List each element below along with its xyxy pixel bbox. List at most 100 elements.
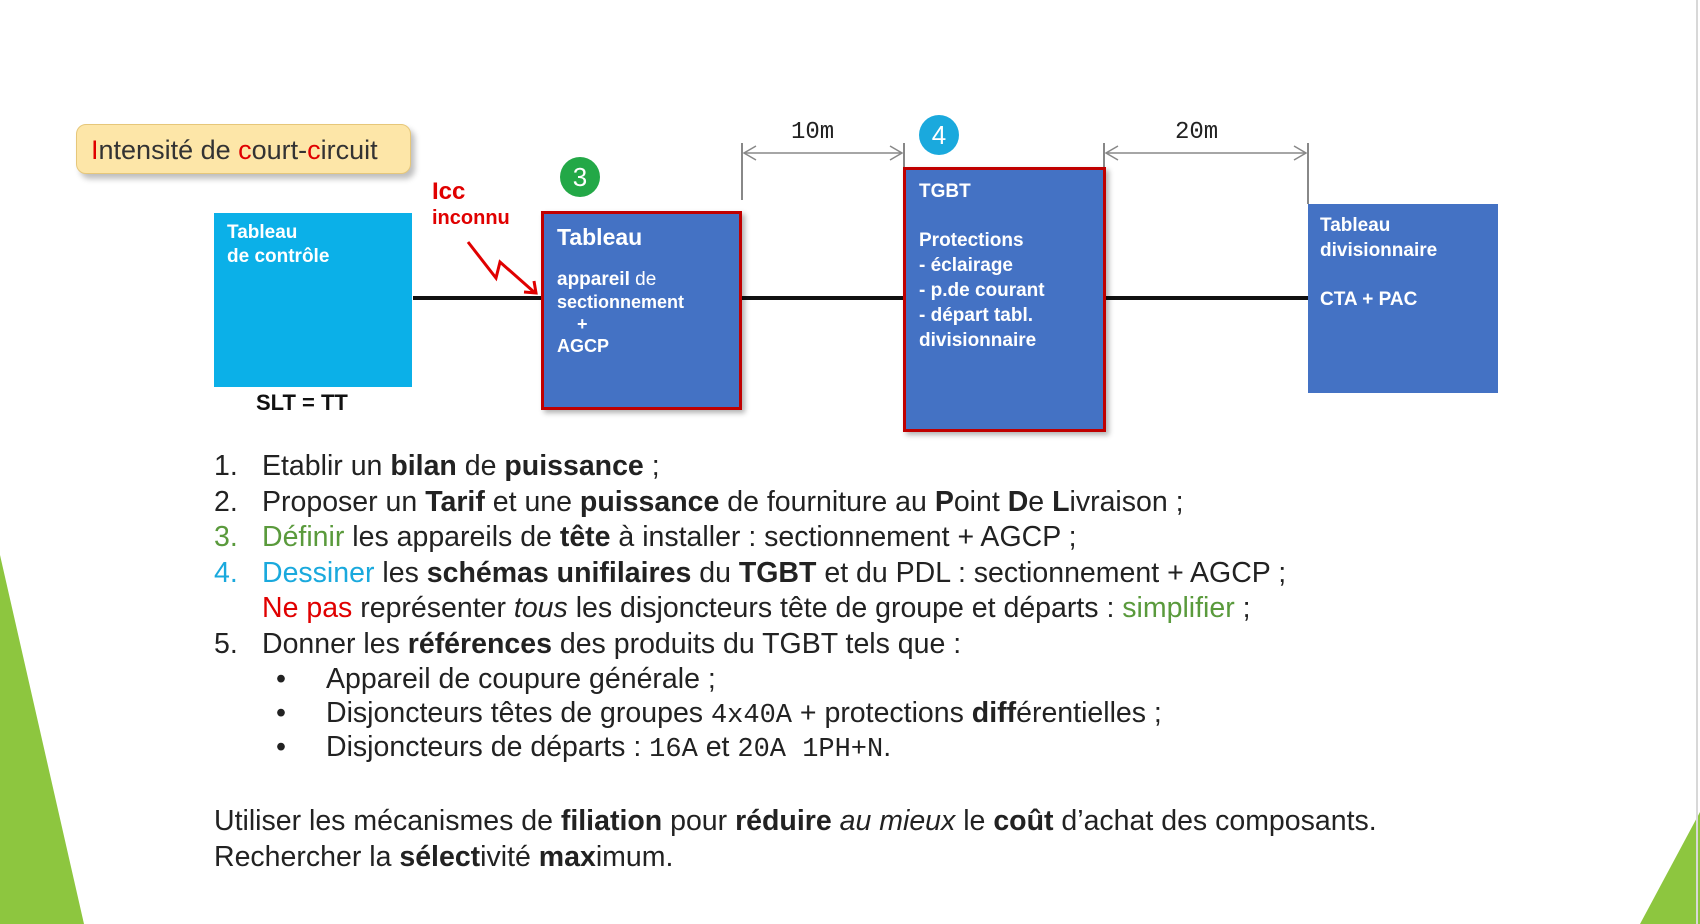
dim-arrow-20m-left: [1104, 145, 1119, 161]
task-list: 1. Etablir un bilan de puissance ; 2. Pr…: [214, 449, 1634, 767]
text-run-bold: max: [538, 840, 596, 873]
text-run: e: [1028, 485, 1053, 518]
text-run: de: [456, 450, 505, 482]
list-number: 4.: [214, 556, 238, 589]
badge-3: 3: [560, 157, 600, 197]
box-tableau-line3: +: [577, 314, 588, 334]
text-run-bold: références: [407, 627, 552, 660]
text-run: des produits du TGBT tels que :: [551, 627, 962, 660]
list-item-5: 5. Donner les références des produits du…: [214, 627, 1634, 663]
box-div-line3: CTA + PAC: [1320, 289, 1418, 310]
list-number: 3.: [214, 521, 238, 553]
box-tgbt-line3: - p.de courant: [919, 280, 1045, 301]
text-run-italic: au mieux: [839, 805, 956, 837]
list-text: Ne pas représenter tous les disjoncteurs…: [262, 591, 1251, 627]
box-tableau-divisionnaire: Tableau divisionnaire CTA + PAC: [1308, 204, 1498, 393]
list-text: Etablir un bilan de puissance ;: [262, 449, 660, 485]
text-run: les: [374, 556, 427, 589]
dim-arrow-10m-left: [742, 145, 757, 161]
text-run-bold: sélect: [399, 840, 481, 873]
text-run-green: simplifier: [1122, 592, 1235, 624]
bullet-item-3: • Disjoncteurs de départs : 16A et 20A 1…: [214, 730, 1634, 767]
text-run: oint: [953, 485, 1008, 518]
text-run-bold: diff: [971, 697, 1017, 729]
text-run: [832, 805, 840, 837]
text-run: Rechercher la: [214, 840, 400, 873]
text-run-bold: coût: [993, 805, 1054, 837]
text-run: représenter: [352, 592, 514, 624]
line-tgbt-divisionnaire: [1106, 296, 1308, 300]
text-run-bold: réduire: [735, 805, 832, 837]
text-run: de fourniture au: [719, 485, 935, 518]
text-run: et du PDL : sectionnement + AGCP ;: [816, 556, 1287, 589]
bullet-text: Appareil de coupure générale ;: [326, 663, 716, 695]
bullet-item-2: • Disjoncteurs têtes de groupes 4x40A + …: [214, 696, 1634, 733]
text-run-bold: D: [1007, 485, 1029, 518]
list-text: Dessiner les schémas unifilaires du TGBT…: [262, 556, 1286, 592]
dim-arrow-10m-right: [889, 145, 904, 161]
text-run: pour: [662, 805, 736, 837]
box-tableau-title: Tableau: [557, 224, 643, 250]
text-run: les disjoncteurs tête de groupe et dépar…: [567, 592, 1123, 624]
text-run-bold: tête: [559, 521, 611, 553]
list-number: 1.: [214, 450, 238, 482]
callout-part: I: [91, 135, 99, 165]
list-text: Proposer un Tarif et une puissance de fo…: [262, 485, 1184, 521]
text-run-bold: Tarif: [425, 485, 485, 518]
text-run-italic: tous: [513, 592, 568, 624]
box-tableau-agcp: Tableau appareil de sectionnement + AGCP: [541, 211, 742, 410]
callout-part: ourt-: [251, 135, 308, 165]
box-tgbt-line4: - départ tabl.: [919, 305, 1034, 326]
box-controle-line1: Tableau: [227, 222, 298, 243]
list-text: Définir les appareils de tête à installe…: [262, 520, 1077, 556]
text-run: et une: [484, 485, 580, 518]
bullet-text: Disjoncteurs de départs : 16A et 20A 1PH…: [326, 730, 891, 767]
box-tableau-line4: AGCP: [557, 336, 610, 356]
badge-4: 4: [919, 115, 959, 155]
text-run: imum.: [595, 840, 674, 873]
text-run-bold: bilan: [390, 450, 457, 482]
box-div-line2: divisionnaire: [1320, 240, 1438, 261]
icc-label: Icc inconnu: [432, 178, 510, 230]
text-run-cyan: Dessiner: [262, 556, 375, 589]
callout-part: c: [238, 135, 252, 165]
text-run-bold: puissance: [579, 485, 720, 518]
box-tgbt-line2: - éclairage: [919, 255, 1013, 276]
text-run-mono: 20A 1PH+N: [737, 735, 884, 765]
text-run: ivité: [480, 840, 539, 873]
list-number: 5.: [214, 627, 238, 660]
text-run: à installer : sectionnement + AGCP ;: [610, 521, 1077, 553]
dim-label-10m: 10m: [791, 119, 835, 146]
box-tableau-line1a: appareil: [557, 269, 630, 290]
text-run: et: [697, 731, 738, 763]
text-run: ;: [1234, 592, 1251, 624]
text-run-bold: L: [1052, 485, 1070, 518]
text-run: Disjoncteurs têtes de groupes: [326, 697, 711, 729]
box-controle-line2: de contrôle: [227, 246, 330, 267]
line-controle-tableau: [413, 296, 541, 300]
text-run-bold: filiation: [560, 805, 663, 837]
footer-text: Utiliser les mécanismes de filiation pou…: [214, 804, 1377, 875]
text-run: ivraison ;: [1069, 485, 1184, 518]
text-run: .: [883, 731, 892, 763]
text-run: du: [691, 556, 739, 589]
callout-part: c: [307, 135, 321, 165]
bullet-text: Disjoncteurs têtes de groupes 4x40A + pr…: [326, 696, 1162, 733]
line-tableau-tgbt: [742, 296, 904, 300]
callout-part: ircuit: [320, 135, 378, 165]
icc-label-line1: Icc: [432, 178, 466, 205]
dim-arrow-20m-right: [1293, 145, 1308, 161]
list-item-2: 2. Proposer un Tarif et une puissance de…: [214, 485, 1634, 521]
lightning-icon: [466, 241, 535, 294]
list-item-3: 3. Définir les appareils de tête à insta…: [214, 520, 1634, 556]
list-item-1: 1. Etablir un bilan de puissance ;: [214, 449, 1634, 485]
text-run-bold: P: [934, 485, 954, 518]
text-run: + protections: [791, 697, 972, 729]
box-tgbt: TGBT Protections - éclairage - p.de cour…: [903, 167, 1106, 432]
box-tableau-line1b: de: [629, 269, 657, 290]
box-tgbt-line5: divisionnaire: [919, 330, 1037, 351]
list-item-4-note: Ne pas représenter tous les disjoncteurs…: [214, 591, 1634, 627]
bullet-mark: •: [276, 663, 286, 695]
footer-line-1: Utiliser les mécanismes de filiation pou…: [214, 804, 1377, 840]
